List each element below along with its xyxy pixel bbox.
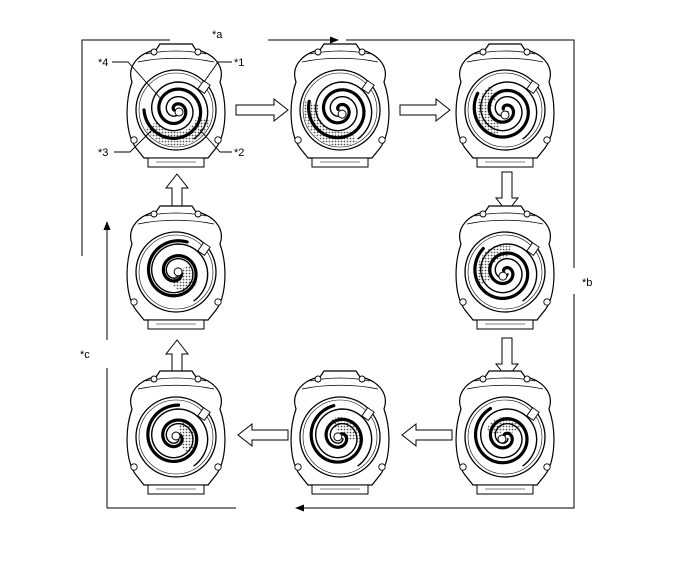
arrow-right-2 xyxy=(399,97,451,123)
orbiting-scroll xyxy=(142,87,203,140)
cycle-line-top-right xyxy=(346,39,575,268)
orbiting-scroll xyxy=(473,246,530,300)
part-callouts xyxy=(112,61,232,153)
discharge-port xyxy=(171,431,181,441)
callout-2: *2 xyxy=(234,147,244,159)
leader-2 xyxy=(199,129,232,153)
cycle-line-right-bottom xyxy=(298,294,575,509)
arrow-right-1 xyxy=(235,97,289,123)
orbiting-scroll xyxy=(306,88,366,140)
compressor-housing xyxy=(126,205,226,330)
compressed-gas-pocket xyxy=(303,101,357,147)
compressor-stages xyxy=(126,43,555,495)
compressor-stage-2 xyxy=(290,43,390,168)
discharge-port xyxy=(337,109,347,119)
stage-arrows xyxy=(164,97,520,448)
cycle-label-b: *b xyxy=(582,277,592,289)
discharge-port xyxy=(497,434,507,444)
orbiting-scroll xyxy=(472,88,530,139)
leader-1 xyxy=(203,61,232,83)
fixed-scroll xyxy=(479,408,538,467)
arrow-down-1 xyxy=(494,171,520,213)
callout-4: *4 xyxy=(98,57,108,69)
leader-4 xyxy=(112,61,163,101)
orbiting-scroll xyxy=(146,403,199,464)
compressed-gas-pocket xyxy=(485,416,523,436)
compressor-stage-3 xyxy=(455,43,555,168)
compressor-stage-1 xyxy=(126,43,226,168)
compressor-housing xyxy=(290,370,390,495)
compressor-stage-6 xyxy=(290,370,390,495)
discharge-port xyxy=(173,267,183,277)
arrow-left-1 xyxy=(401,422,453,448)
fixed-scroll xyxy=(479,81,538,140)
fixed-scroll xyxy=(314,81,373,140)
compressor-stage-8 xyxy=(126,205,226,330)
cycle-line-top-left xyxy=(81,39,170,256)
discharge-port xyxy=(174,107,184,117)
cycle-label-a: *a xyxy=(212,29,223,41)
compressor-stage-5 xyxy=(455,370,555,495)
discharge-port xyxy=(498,271,508,281)
orbiting-scroll xyxy=(146,239,198,298)
compressor-stage-4 xyxy=(455,205,555,330)
callout-3: *3 xyxy=(98,147,108,159)
fixed-scroll xyxy=(150,408,209,467)
callout-1: *1 xyxy=(234,57,244,69)
leader-3 xyxy=(114,129,153,153)
cycle-label-c: *c xyxy=(80,349,90,361)
discharge-port xyxy=(500,110,510,120)
fixed-scroll xyxy=(150,243,209,302)
fixed-scroll xyxy=(479,243,538,302)
fixed-scroll xyxy=(314,408,373,467)
discharge-port xyxy=(333,432,343,442)
cycle-frame xyxy=(81,36,575,512)
compressor-stage-7 xyxy=(126,370,226,495)
arrow-left-2 xyxy=(237,422,289,448)
orbiting-scroll xyxy=(309,404,363,464)
fixed-scroll xyxy=(150,81,209,140)
orbiting-scroll xyxy=(473,406,529,465)
